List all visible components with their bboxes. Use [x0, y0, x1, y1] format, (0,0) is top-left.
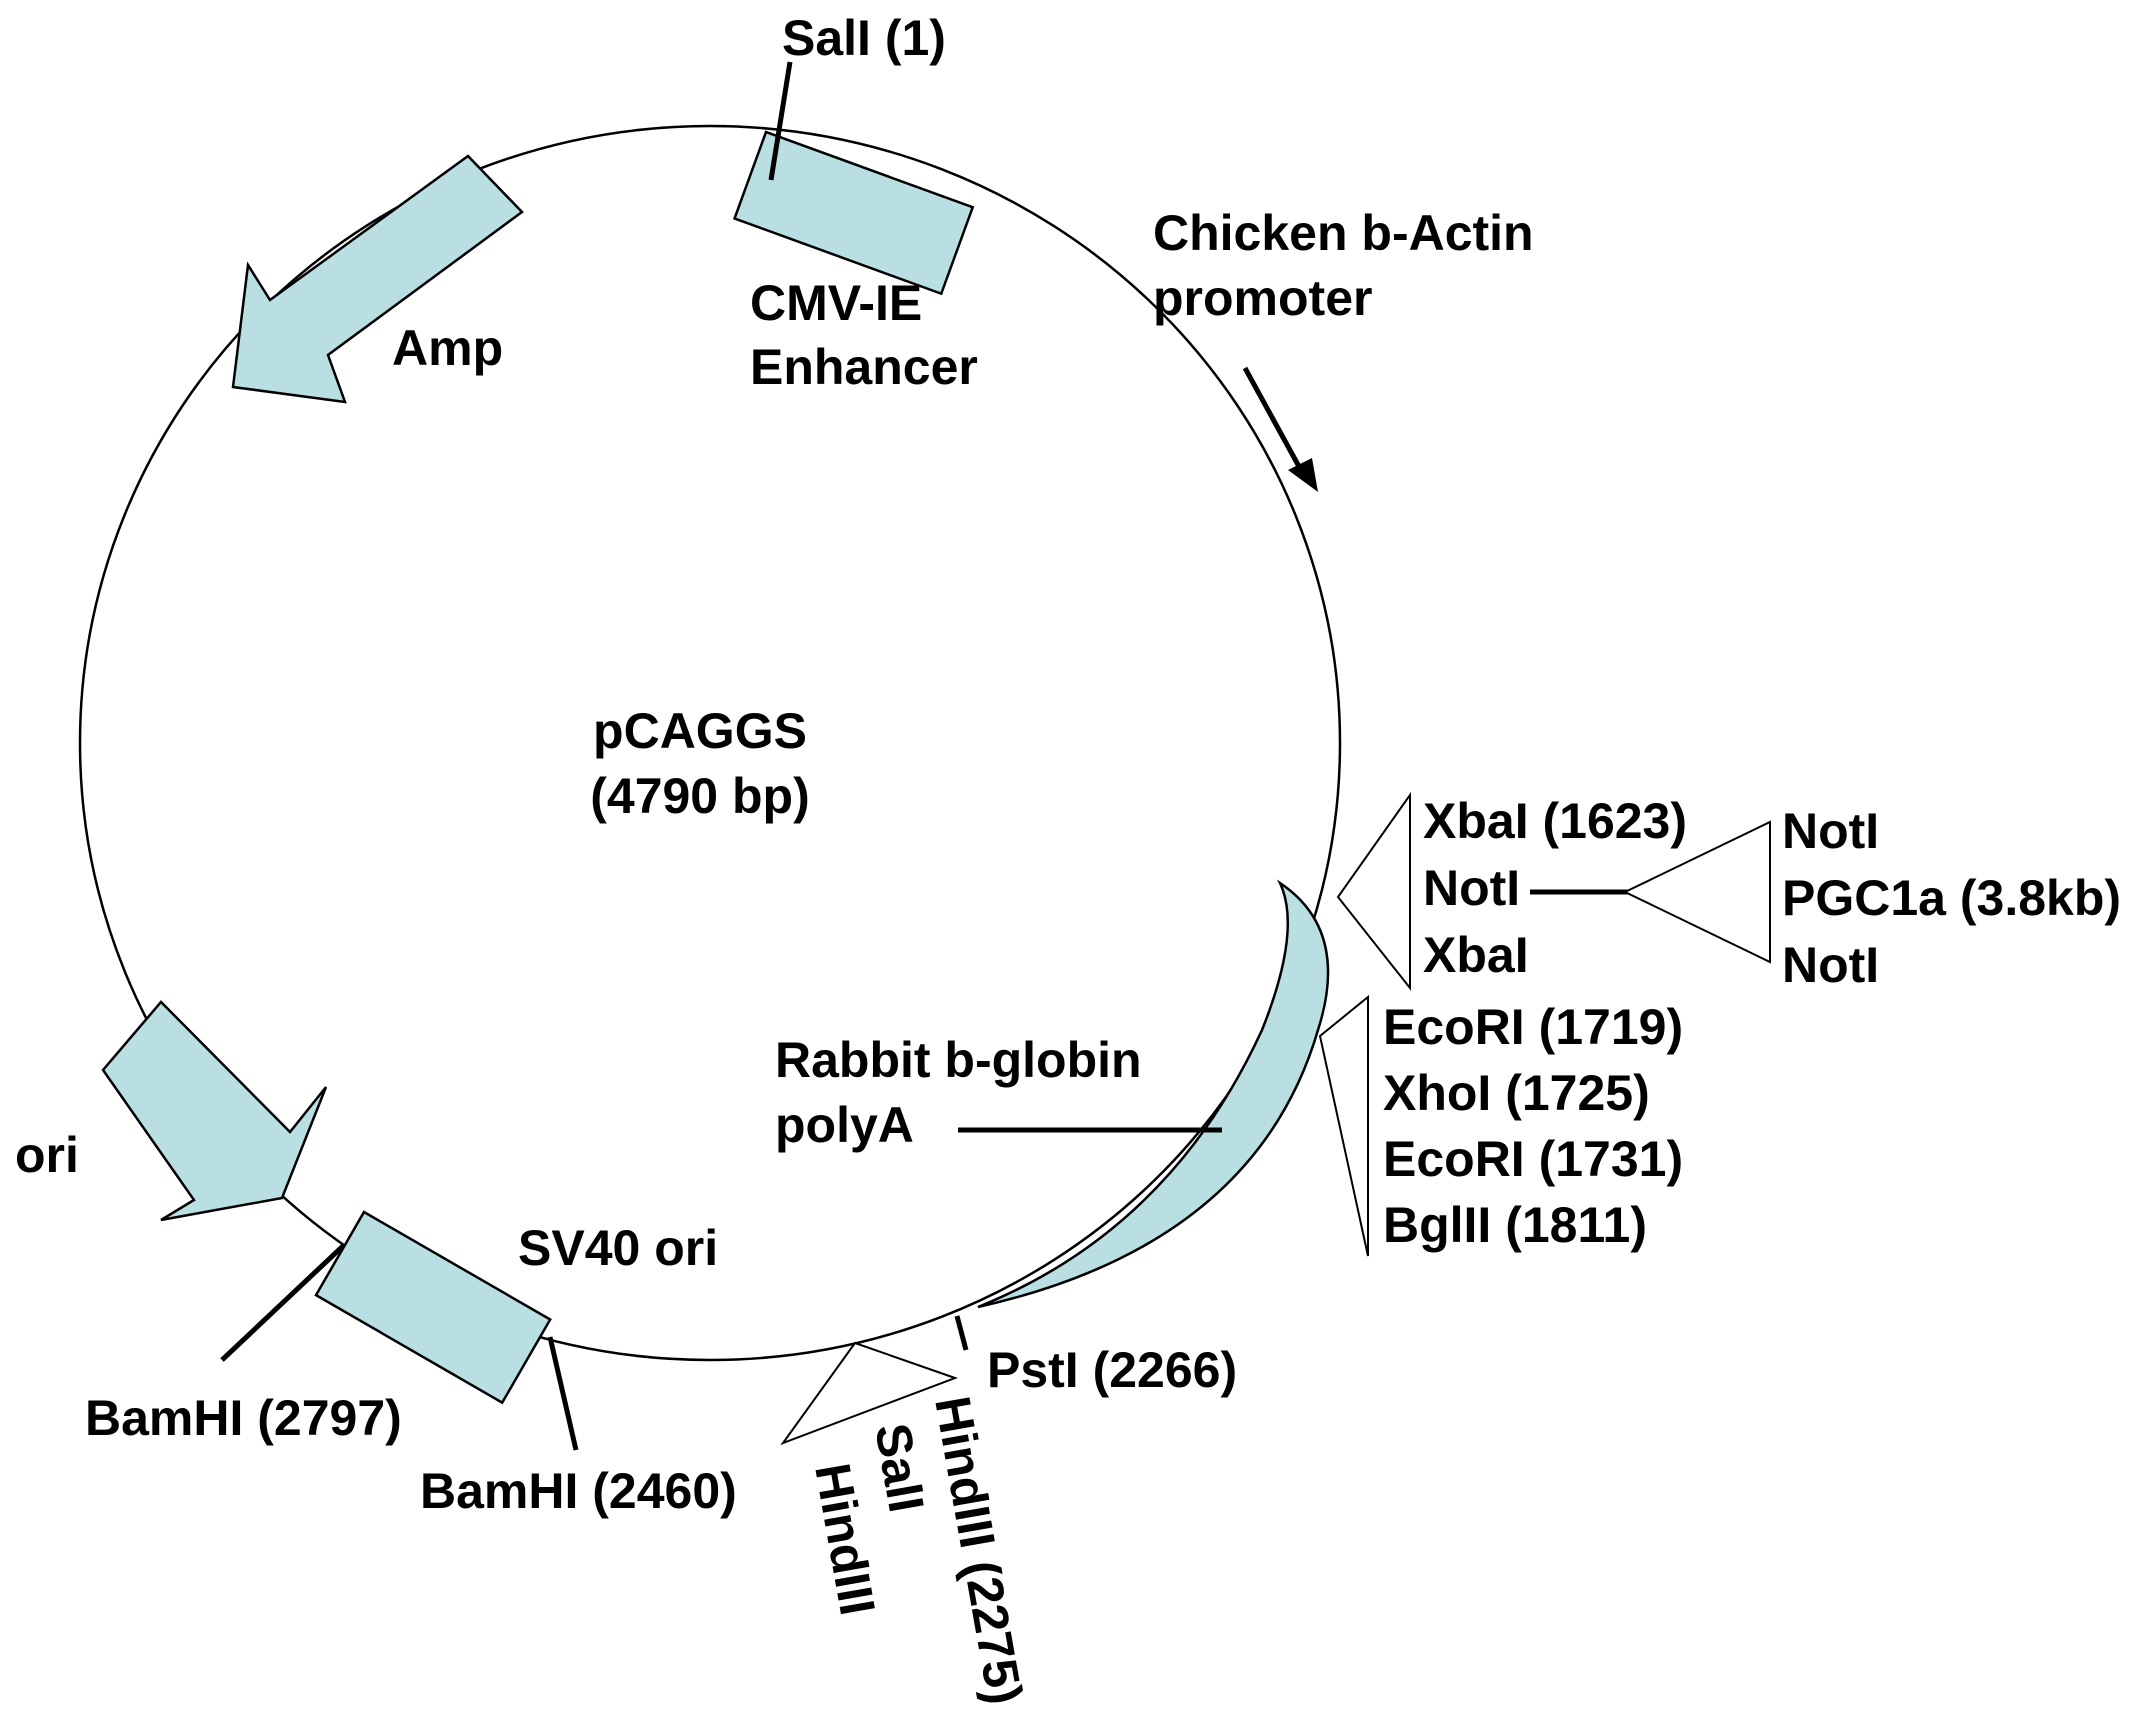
mcs-upper-triangle [1336, 791, 1411, 991]
mcs-lower-item-3: BglII (1811) [1383, 1197, 1647, 1253]
ori-arrow [101, 1000, 328, 1222]
psti-label: PstI (2266) [987, 1342, 1237, 1398]
insert-item-0: NotI [1782, 803, 1879, 859]
plasmid-name: pCAGGS [593, 703, 807, 759]
mcs-upper-item-1: NotI [1423, 860, 1520, 916]
sall-label: SalI [864, 1419, 935, 1516]
sall-1-label: SalI (1) [782, 10, 946, 66]
plasmid-size: (4790 bp) [590, 768, 810, 824]
hindiii-label: HindIII [804, 1459, 886, 1619]
bamhi-2460-tick [547, 1336, 579, 1451]
cmv-enhancer-box [732, 130, 975, 296]
mcs-lower-item-0: EcoRI (1719) [1383, 999, 1683, 1055]
mcs-upper-item-2: XbaI [1423, 927, 1529, 983]
promoter-label-line1: Chicken b-Actin [1153, 205, 1534, 261]
insert-item-2: NotI [1782, 937, 1879, 993]
promoter-label-line2: promoter [1153, 270, 1372, 326]
mcs-upper-item-0: XbaI (1623) [1423, 793, 1687, 849]
insert-item-1: PGC1a (3.8kb) [1782, 870, 2121, 926]
hindiii-insertion-triangle [780, 1341, 958, 1446]
amp-arrow [231, 154, 524, 404]
ori-label: ori [15, 1127, 79, 1183]
polya-label-line2: polyA [775, 1097, 914, 1153]
bamhi-2797-label: BamHI (2797) [85, 1390, 402, 1446]
insert-triangle [1622, 820, 1771, 964]
polya-crescent [977, 879, 1330, 1309]
mcs-lower-item-1: XhoI (1725) [1383, 1065, 1650, 1121]
plasmid-backbone-ring [78, 124, 1342, 1362]
sv40-label: SV40 ori [518, 1220, 718, 1276]
psti-tick [954, 1315, 969, 1351]
amp-label: Amp [392, 320, 503, 376]
mcs-lower-triangle [1318, 994, 1369, 1257]
promoter-arrow-head [1288, 458, 1318, 492]
cmv-label-line2: Enhancer [750, 339, 978, 395]
promoter-arrow-shaft [1242, 366, 1305, 474]
sv40-ori-box [314, 1210, 552, 1405]
cmv-label-line1: CMV-IE [750, 275, 922, 331]
hindiii-2275-label: HindIII (2275) [924, 1392, 1033, 1708]
sall-1-tick [768, 61, 793, 181]
bamhi-2460-label: BamHI (2460) [420, 1463, 737, 1519]
mcs-lower-item-2: EcoRI (1731) [1383, 1131, 1683, 1187]
polya-label-line1: Rabbit b-globin [775, 1032, 1142, 1088]
bamhi-2797-tick [220, 1244, 345, 1362]
